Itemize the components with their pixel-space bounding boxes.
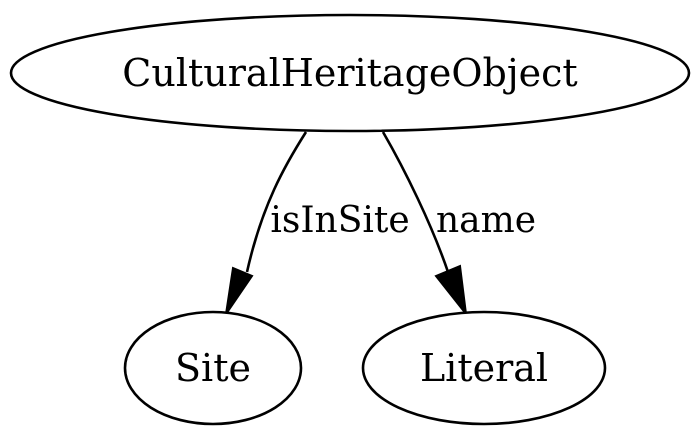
edge-name: name [381,131,536,318]
edge-name-line [381,131,450,273]
node-cultural-heritage-object: CulturalHeritageObject [9,13,691,133]
node-cultural-heritage-object-label: CulturalHeritageObject [122,51,577,95]
edge-name-label: name [436,200,536,241]
edge-isinsite: isInSite [225,131,410,315]
node-literal-label: Literal [420,346,548,390]
edge-isinsite-line [245,131,308,273]
node-site: Site [123,310,303,426]
edge-name-arrowhead [434,264,468,318]
node-cultural-heritage-object-shape [9,13,691,133]
node-site-shape [123,310,303,426]
node-literal: Literal [361,310,607,426]
edge-isinsite-label: isInSite [270,200,409,241]
edge-isinsite-arrowhead [225,266,254,315]
node-site-label: Site [175,346,251,390]
node-literal-shape [361,310,607,426]
